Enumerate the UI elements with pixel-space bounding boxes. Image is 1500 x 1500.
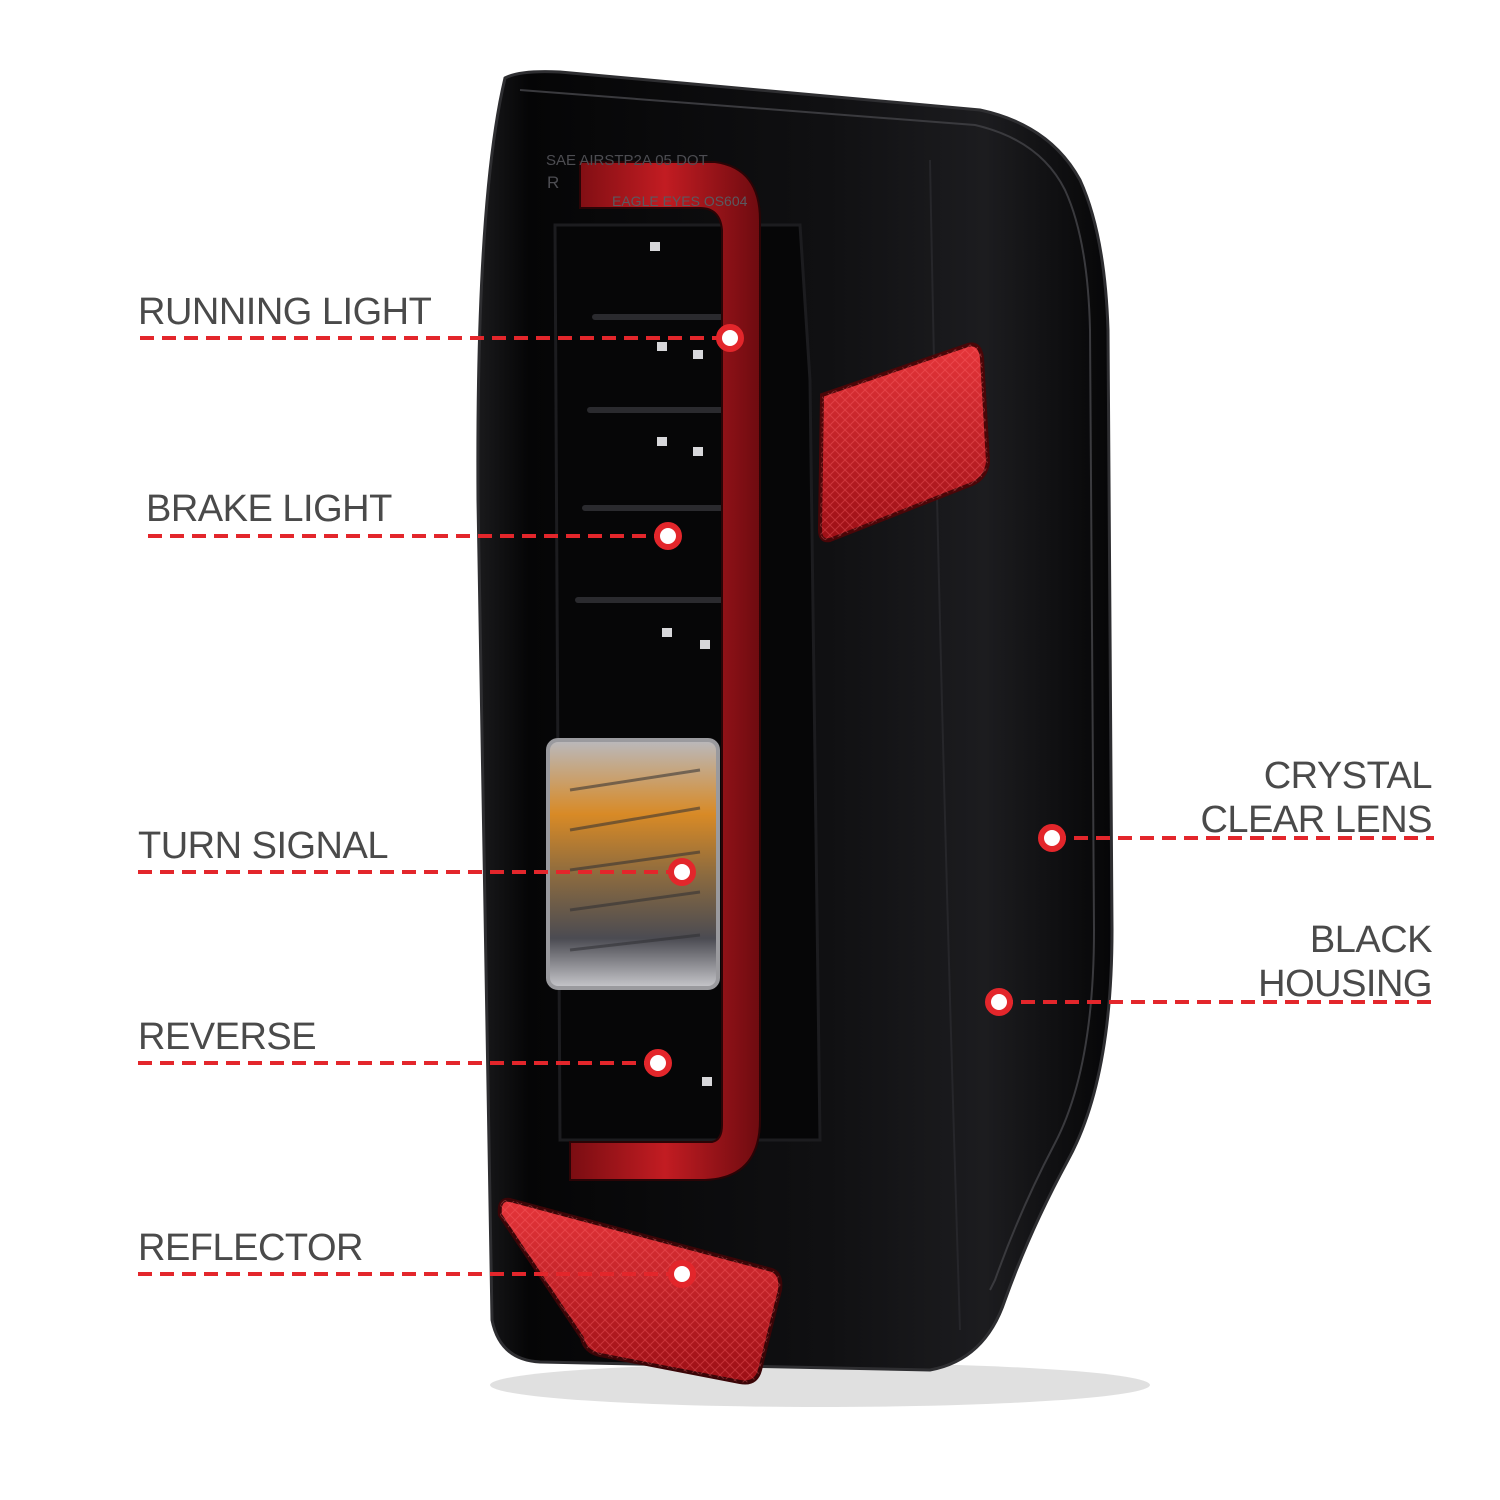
led-chips: [650, 242, 712, 1086]
callout-dot-turn-signal: [668, 858, 696, 886]
lens-marking-r: R: [547, 173, 559, 192]
label-reflector: REFLECTOR: [138, 1227, 363, 1269]
running-brake-light-bar: [569, 161, 761, 1181]
label-turn-signal: TURN SIGNAL: [138, 825, 388, 867]
label-brake-light: BRAKE LIGHT: [146, 488, 392, 530]
label-black-housing-line2: HOUSING: [1258, 963, 1432, 1005]
label-reverse: REVERSE: [138, 1016, 317, 1058]
label-black-housing-line1: BLACK: [1309, 919, 1433, 961]
label-black-housing: BLACK HOUSING: [1258, 918, 1432, 1006]
callout-dot-crystal-clear-lens: [1038, 824, 1066, 852]
callout-dot-black-housing: [985, 988, 1013, 1016]
label-crystal-clear-lens: CRYSTAL CLEAR LENS: [1200, 754, 1432, 842]
crystal-clear-lens: [519, 89, 1096, 1291]
callout-layer: [138, 324, 1434, 1288]
callout-dot-reflector: [668, 1260, 696, 1288]
callout-dot-running-light: [716, 324, 744, 352]
label-crystal-clear-lens-line1: CRYSTAL: [1263, 755, 1433, 797]
inner-pocket: [553, 223, 822, 1142]
led-fins: [575, 314, 733, 603]
lens-marking-sae: SAE AIRSTP2A 05 DOT: [546, 152, 708, 169]
callout-dot-brake-light: [654, 522, 682, 550]
label-running-light: RUNNING LIGHT: [138, 291, 432, 333]
turn-reverse-module: [546, 738, 720, 990]
callout-dot-reverse: [644, 1049, 672, 1077]
label-crystal-clear-lens-line2: CLEAR LENS: [1200, 799, 1432, 841]
lens-marking-eagle-eyes: EAGLE EYES OS604: [612, 193, 748, 209]
